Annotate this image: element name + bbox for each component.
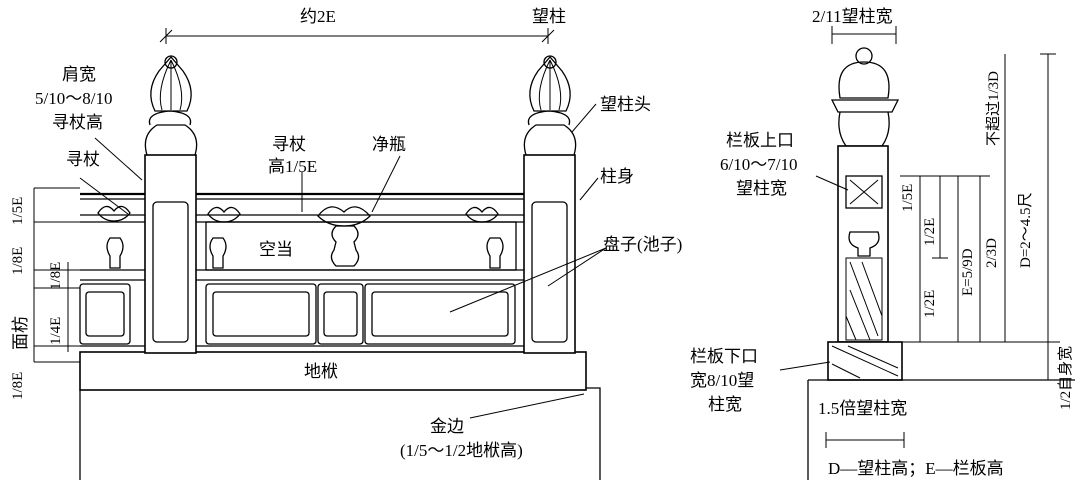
platform-edge bbox=[586, 387, 601, 480]
vase-left bbox=[97, 205, 131, 269]
leader-xunzhang bbox=[79, 177, 129, 215]
panel-1-inner bbox=[212, 291, 310, 337]
panel-left-inner bbox=[85, 291, 125, 337]
label-r-d: D=2～4.5尺 bbox=[1017, 192, 1034, 268]
panel-2 bbox=[317, 283, 364, 345]
label-post: 望柱 bbox=[532, 7, 566, 26]
label-vase: 净瓶 bbox=[372, 135, 406, 154]
panel-1 bbox=[205, 283, 317, 345]
label-shoulder-2: 5/10～8/10 bbox=[35, 89, 112, 108]
front-elevation bbox=[33, 28, 607, 480]
label-base-width: 1.5倍望柱宽 bbox=[818, 399, 907, 418]
label-slab-bot-1: 栏板下口 bbox=[690, 347, 758, 366]
label-legend: D—望柱高；E—栏板高 bbox=[828, 459, 1004, 478]
label-slab-bot-3: 柱宽 bbox=[708, 395, 742, 414]
label-facefang: 面枋 bbox=[11, 316, 30, 350]
vase-2 bbox=[317, 206, 371, 267]
leader-post-body bbox=[579, 177, 599, 201]
label-slab-top-3: 望柱宽 bbox=[736, 179, 787, 198]
label-top-width: 2/11望柱宽 bbox=[812, 7, 893, 26]
vase-3 bbox=[465, 206, 504, 269]
leader-shoulder bbox=[94, 137, 143, 181]
label-r-13d: 不超过1/3D bbox=[985, 71, 1002, 146]
panel-left bbox=[79, 283, 131, 345]
difu-base bbox=[79, 351, 587, 391]
panel-3 bbox=[364, 283, 516, 345]
label-panel: 盘子(池子) bbox=[603, 235, 682, 254]
vase-1 bbox=[207, 206, 241, 269]
label-shoulder-1: 肩宽 bbox=[62, 65, 96, 84]
leader-jinbian bbox=[469, 393, 585, 419]
leader-post-head bbox=[571, 103, 597, 133]
label-jinbian-2: (1/5～1/2地栿高) bbox=[400, 441, 523, 460]
post-right bbox=[523, 55, 577, 354]
label-slab-bot-2: 宽8/10望 bbox=[690, 371, 754, 390]
label-dim-1-5e: 1/5E bbox=[10, 197, 26, 225]
label-post-body: 柱身 bbox=[600, 167, 634, 186]
top-width-dim bbox=[831, 26, 897, 44]
label-slab-top-1: 栏板上口 bbox=[726, 131, 794, 150]
label-post-head: 望柱头 bbox=[600, 95, 651, 114]
panel-2-inner bbox=[323, 291, 358, 337]
base-width-dim bbox=[825, 432, 905, 448]
label-spacing: 约2E bbox=[300, 7, 336, 26]
label-r-self: 1/2自身宽 bbox=[1057, 346, 1074, 410]
leader-panel bbox=[449, 247, 607, 313]
label-xunzhang-h2: 高1/5E bbox=[268, 157, 317, 176]
label-shoulder-3: 寻杖高 bbox=[52, 113, 103, 132]
label-dim-1-8e-c: 1/8E bbox=[10, 372, 26, 400]
label-r-1-5e: 1/5E bbox=[900, 184, 916, 212]
label-dim-1-8e-a: 1/8E bbox=[48, 262, 64, 290]
label-xunzhang-h1: 寻杖 bbox=[272, 135, 306, 154]
label-r-1-2e-a: 1/2E bbox=[922, 218, 938, 246]
label-r-23d: 2/3D bbox=[984, 238, 1000, 268]
label-difu: 地栿 bbox=[304, 362, 338, 381]
label-jinbian-1: 金边 bbox=[430, 417, 464, 436]
label-r-1-2e-b: 1/2E bbox=[922, 290, 938, 318]
panel-3-inner bbox=[371, 291, 509, 337]
label-r-e59d: E=5/9D bbox=[960, 248, 976, 296]
label-dim-1-4e: 1/4E bbox=[48, 317, 64, 345]
gap-frame bbox=[205, 221, 517, 271]
leader-vase bbox=[371, 155, 401, 213]
label-slab-top-2: 6/10～7/10 bbox=[720, 155, 797, 174]
label-dim-1-8e-b: 1/8E bbox=[10, 247, 26, 275]
label-xunzhang: 寻杖 bbox=[66, 150, 100, 169]
side-section bbox=[779, 26, 1075, 480]
label-gap: 空当 bbox=[259, 240, 293, 259]
post-left bbox=[144, 55, 198, 354]
